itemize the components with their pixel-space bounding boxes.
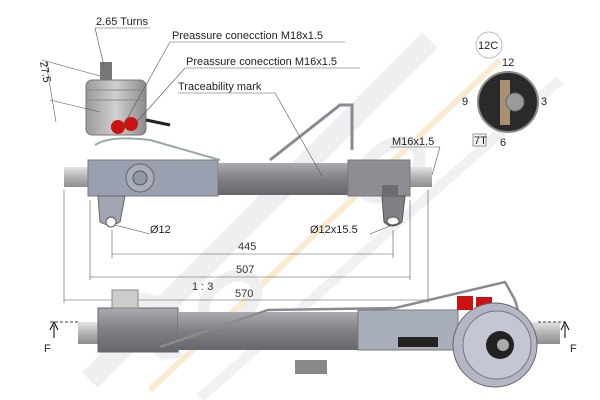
bottom-pressure-port-1 <box>457 296 473 310</box>
dim-570: 570 <box>235 288 253 300</box>
mount-hole-right <box>386 216 400 226</box>
leader-lines <box>41 27 441 235</box>
pressure-port-m16 <box>124 117 138 131</box>
dial-6: 6 <box>500 137 506 149</box>
top-view-rack <box>64 62 432 228</box>
pinion-height-label: 27.5 <box>37 60 53 83</box>
thread-label: M16x1.5 <box>392 136 434 148</box>
dim-507: 507 <box>236 264 254 276</box>
cylinder-tube <box>218 163 348 195</box>
scale-label: 1 : 3 <box>192 281 213 293</box>
cylinder-end <box>347 159 411 197</box>
dial-9: 9 <box>462 96 468 108</box>
dial-7t: 7T <box>474 135 487 147</box>
rack-rod-left <box>64 167 94 187</box>
pressure-m18-label: Preassure conecction M18x1.5 <box>172 30 323 42</box>
pressure-m16-label: Preassure conecction M16x1.5 <box>186 56 337 68</box>
traceability-label: Traceability mark <box>178 81 262 93</box>
pressure-port-m18 <box>111 120 125 134</box>
dial-3: 3 <box>541 96 547 108</box>
transfer-pipe <box>269 103 354 162</box>
rack-rod-right <box>410 167 432 187</box>
turns-label: 2.65 Turns <box>96 16 148 28</box>
section-mark-left: F <box>44 343 51 355</box>
bottom-view-rack <box>49 280 570 388</box>
mount-hole-left <box>105 216 117 228</box>
hole-right-label: Ø12x15.5 <box>310 224 358 236</box>
section-mark-right: F <box>570 343 577 355</box>
dial-12: 12 <box>502 57 514 69</box>
hole-left-label: Ø12 <box>150 224 171 236</box>
dim-445: 445 <box>238 241 256 253</box>
clock-position-dial: 12C 12 3 6 9 7T <box>462 31 547 149</box>
dial-12c: 12C <box>478 40 498 52</box>
